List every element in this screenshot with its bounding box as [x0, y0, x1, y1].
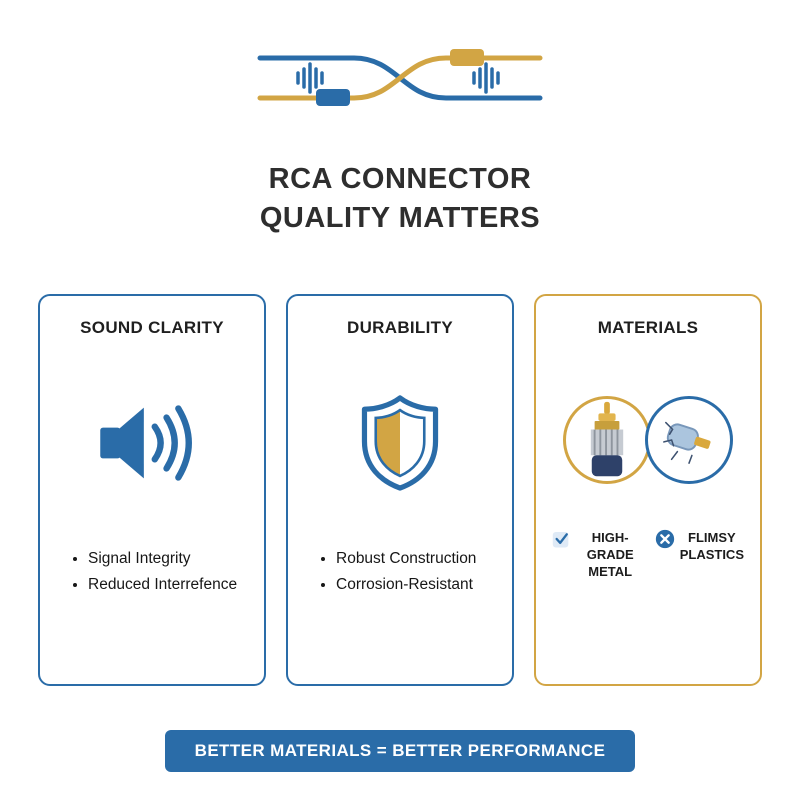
badge-high-grade-metal: HIGH-GRADE METAL: [552, 528, 646, 581]
bullet-item: Reduced Interrefence: [88, 576, 248, 594]
badge-label: HIGH-GRADE METAL: [586, 530, 634, 580]
card-title: SOUND CLARITY: [80, 318, 224, 338]
bullet-item: Robust Construction: [336, 550, 496, 568]
bullet-item: Corrosion-Resistant: [336, 576, 496, 594]
card-title: DURABILITY: [347, 318, 453, 338]
plastic-connector-icon: [663, 422, 711, 465]
crossed-cables-icon: [257, 49, 543, 106]
plastic-connector-photo: [645, 396, 733, 485]
bullet-list-wrap: Signal Integrity Reduced Interrefence: [56, 542, 248, 602]
shield-icon: [352, 388, 448, 498]
bullet-list-wrap: Robust Construction Corrosion-Resistant: [304, 542, 496, 602]
cards-row: SOUND CLARITY Signal Integrity: [0, 294, 800, 687]
check-icon: [552, 532, 569, 548]
metal-connector-photo: [563, 396, 651, 485]
metal-connector-icon: [590, 402, 624, 477]
badge-label: FLIMSY PLASTICS: [679, 530, 744, 563]
card-sound-clarity: SOUND CLARITY Signal Integrity: [38, 294, 266, 687]
page-title-line2: QUALITY MATTERS: [259, 202, 541, 235]
footer-banner: BETTER MATERIALS = BETTER PERFORMANCE: [164, 730, 636, 773]
card-durability: DURABILITY Robust Construction Corrosion…: [286, 294, 514, 687]
footer: BETTER MATERIALS = BETTER PERFORMANCE: [0, 730, 800, 773]
badge-flimsy-plastics: FLIMSY PLASTICS: [654, 528, 744, 581]
material-circles: [563, 396, 733, 485]
card-title: MATERIALS: [597, 318, 699, 338]
bullet-list: Signal Integrity Reduced Interrefence: [70, 550, 248, 594]
speaker-icon: [93, 388, 211, 498]
gold-connector-icon: [450, 49, 484, 66]
page-title-line1: RCA CONNECTOR: [268, 163, 532, 195]
material-badges: HIGH-GRADE METAL FLIMSY PLASTICS: [552, 528, 744, 581]
cross-icon: [655, 530, 674, 549]
cable-illustration: [0, 0, 800, 120]
bullet-list: Robust Construction Corrosion-Resistant: [318, 550, 496, 594]
soundwave-left-icon: [296, 62, 324, 94]
card-materials: MATERIALS: [534, 294, 762, 687]
page-title: RCA CONNECTOR QUALITY MATTERS: [0, 160, 800, 238]
bullet-item: Signal Integrity: [88, 550, 248, 568]
blue-connector-icon: [316, 89, 350, 106]
soundwave-right-icon: [472, 62, 500, 94]
